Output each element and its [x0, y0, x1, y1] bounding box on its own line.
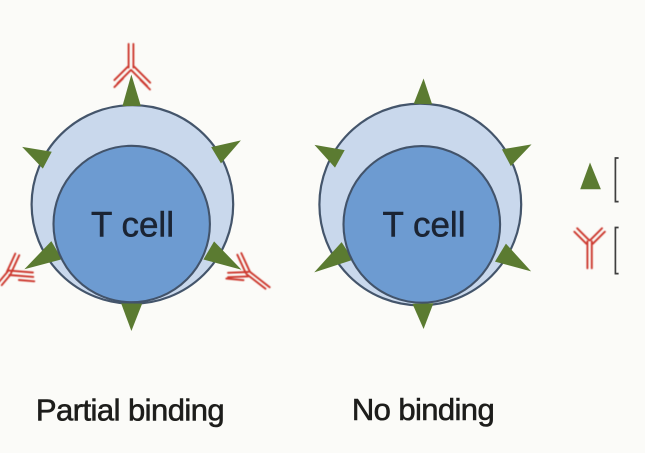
svg-text:Partial binding: Partial binding — [36, 393, 224, 428]
svg-text:No binding: No binding — [352, 392, 494, 427]
svg-text:T cell: T cell — [383, 205, 466, 244]
svg-text:T cell: T cell — [91, 206, 174, 245]
